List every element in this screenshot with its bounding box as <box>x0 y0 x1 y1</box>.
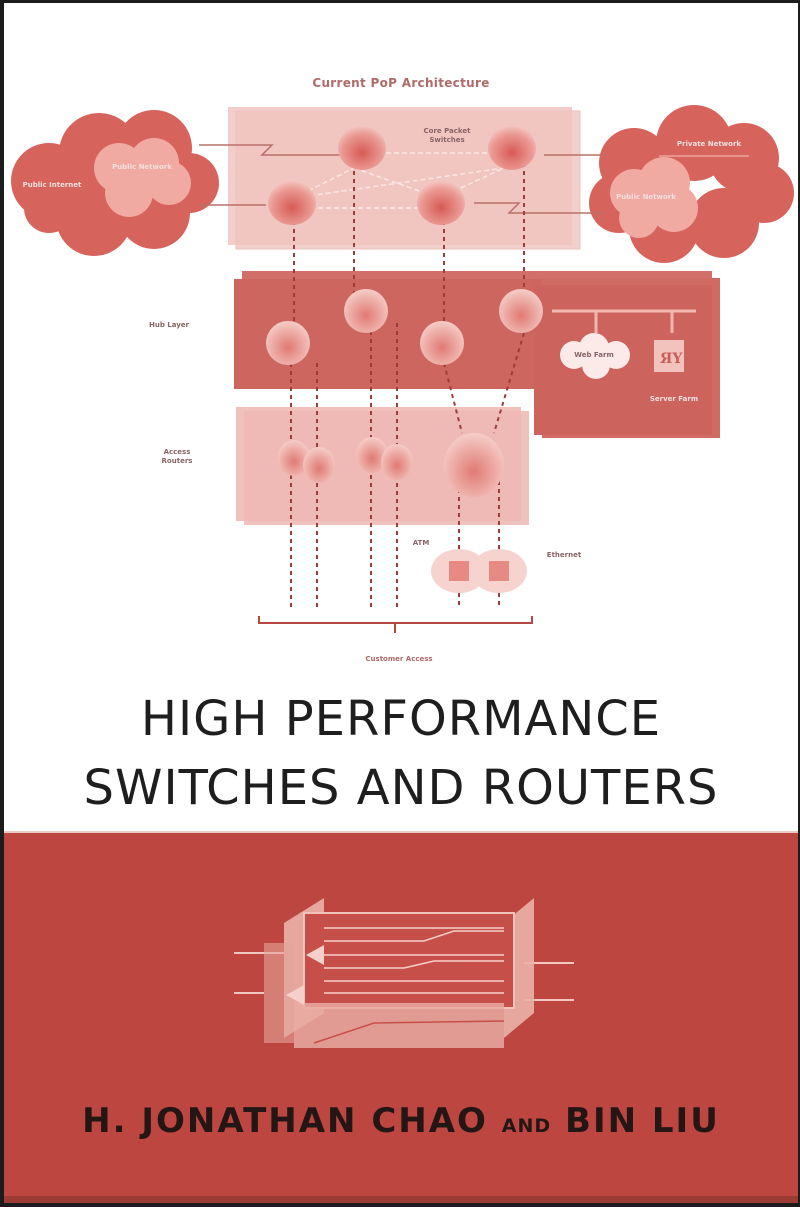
label-core-switches: Core Packet Switches <box>423 127 471 144</box>
author-conjunction: AND <box>501 1115 552 1137</box>
author-2: BIN LIU <box>565 1101 720 1141</box>
bottom-edge <box>4 1196 798 1203</box>
author-1: H. JONATHAN CHAO <box>82 1101 488 1141</box>
network-diagram: ЯY <box>4 3 798 683</box>
label-web-farm: Web Farm <box>574 351 614 359</box>
label-right-cloud-inner: Public Network <box>616 193 676 201</box>
label-atm: ATM <box>412 539 430 547</box>
svg-text:ЯY: ЯY <box>660 351 683 367</box>
book-cover: ЯY <box>4 3 798 1203</box>
label-left-cloud-inner: Public Network <box>112 163 172 171</box>
switch-fabric-illustration <box>234 898 574 1048</box>
label-left-cloud-outer: Public Internet <box>22 181 82 189</box>
label-access-routers: Access Routers <box>161 448 193 465</box>
diagram-title: Current PoP Architecture <box>312 76 490 90</box>
book-title-line1: HIGH PERFORMANCE <box>140 691 662 747</box>
band-divider <box>4 831 798 834</box>
core-routers <box>268 126 536 225</box>
label-hub-layer: Hub Layer <box>148 321 190 329</box>
authors: H. JONATHAN CHAO AND BIN LIU <box>4 1101 798 1141</box>
label-ethernet: Ethernet <box>546 551 582 559</box>
book-title-line2: SWITCHES AND ROUTERS <box>83 760 719 816</box>
label-customer-access: Customer Access <box>365 655 433 663</box>
label-right-cloud-outer: Private Network <box>676 140 742 148</box>
label-server-farm: Server Farm <box>649 395 699 403</box>
pop-architecture-illustration: ЯY <box>11 105 794 633</box>
